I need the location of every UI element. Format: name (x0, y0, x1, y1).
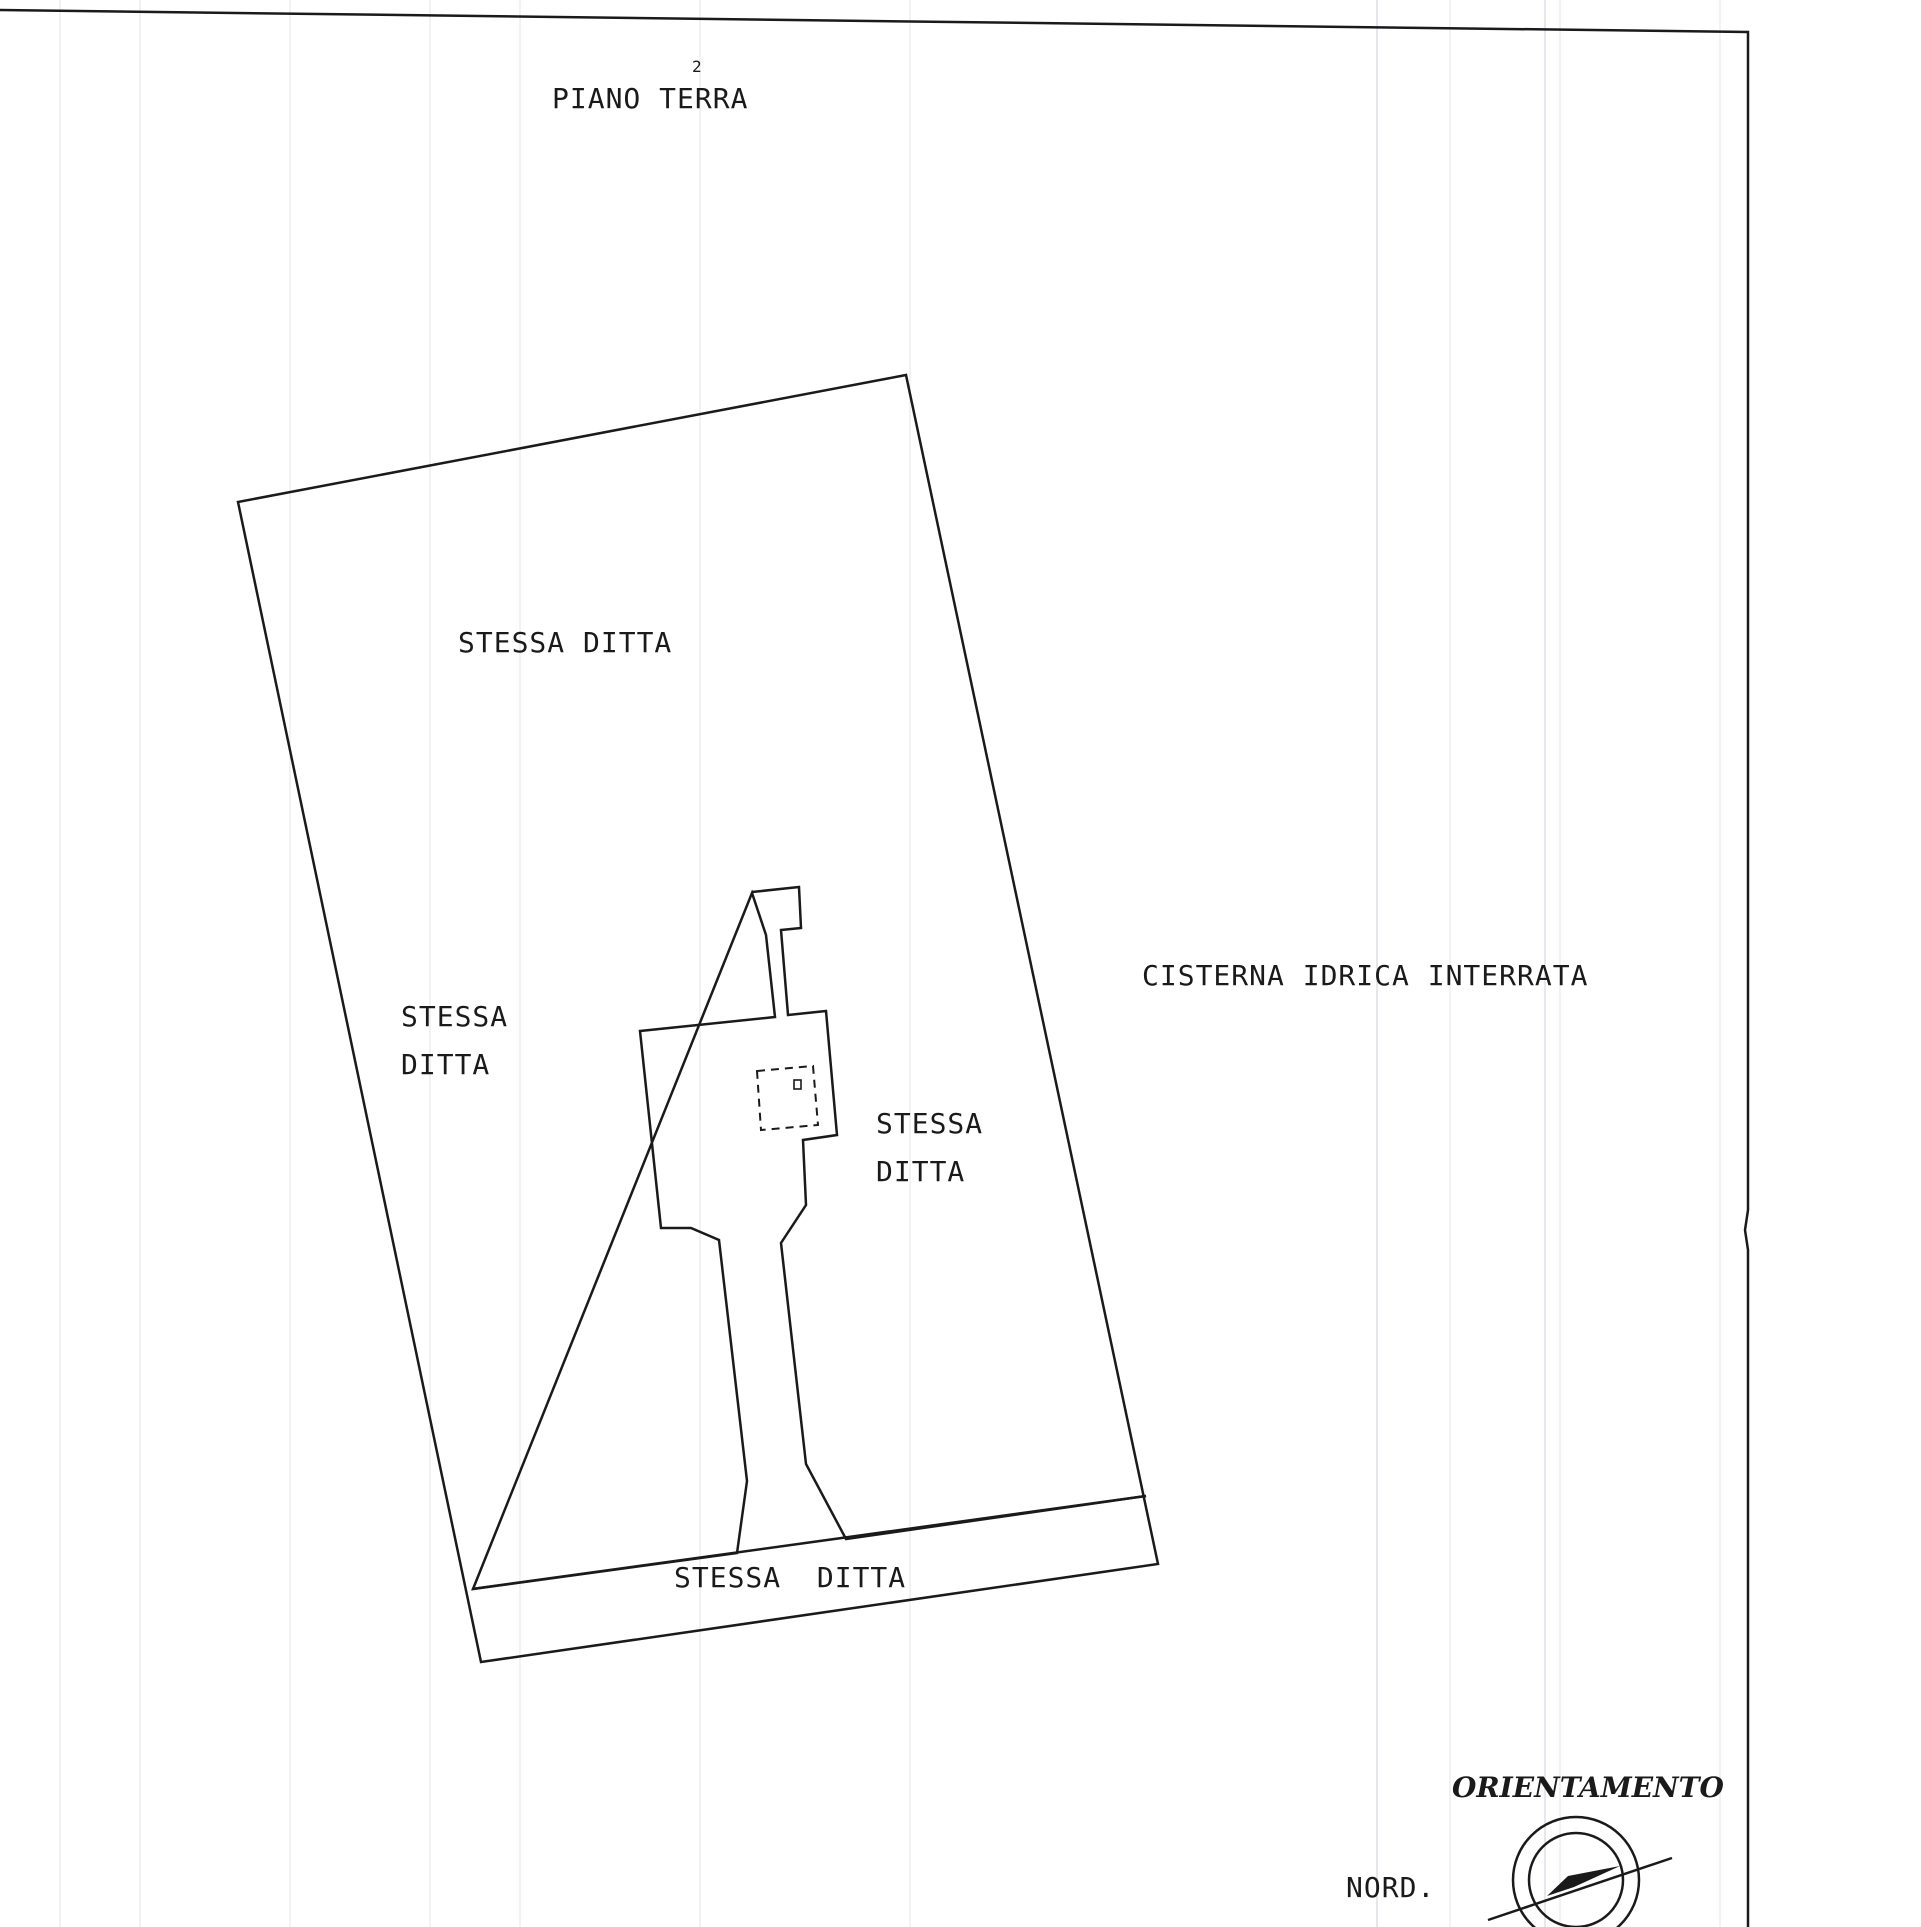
sheet-frame (0, 8, 1750, 1927)
property-boundary (236, 373, 1160, 1664)
area-label-right-line1: STESSA (876, 1107, 983, 1140)
area-label-bottom: STESSA DITTA (674, 1561, 906, 1594)
area-label-left-line1: STESSA (401, 1000, 508, 1033)
area-label-top: STESSA DITTA (458, 626, 672, 659)
building-outline (471, 885, 1147, 1591)
scan-streaks (59, 0, 1721, 1927)
north-label: NORD. (1346, 1871, 1435, 1904)
cistern-label: CISTERNA IDRICA INTERRATA (1142, 959, 1588, 992)
small-mark: 2 (692, 57, 703, 76)
orientation-title: ORIENTAMENTO (1452, 1771, 1724, 1804)
north-compass-icon (1487, 1815, 1673, 1927)
floor-title: PIANO TERRA (552, 82, 748, 115)
dashed-room (755, 1064, 820, 1132)
area-label-left-line2: DITTA (401, 1048, 490, 1081)
area-label-right-line2: DITTA (876, 1155, 965, 1188)
